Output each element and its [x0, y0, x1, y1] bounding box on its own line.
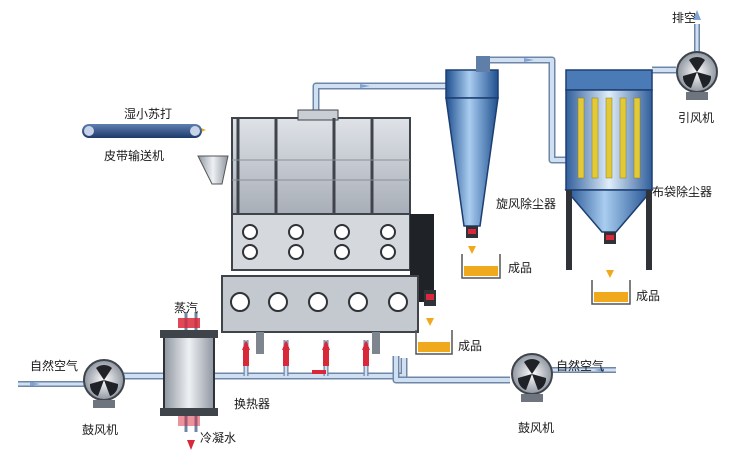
air-arrow-icon	[594, 368, 604, 372]
heat-arrow-icon	[322, 340, 330, 350]
fan-icon	[682, 56, 712, 88]
fan-icon	[517, 358, 547, 390]
bag-filter	[564, 69, 654, 270]
air-right-label: 自然空气	[556, 358, 604, 373]
fluid-bed-dryer	[221, 109, 436, 354]
belt-conveyor-label: 皮带输送机	[104, 148, 164, 163]
product-label-dryer: 成品	[458, 339, 482, 353]
heat-arrow-icon	[362, 340, 370, 350]
product-label-bag: 成品	[636, 289, 660, 303]
induced-fan-label: 引风机	[678, 111, 714, 125]
steam-label: 蒸汽	[174, 300, 198, 315]
product-label-cyclone: 成品	[508, 261, 532, 275]
heat-arrow-icon	[282, 340, 290, 350]
wet-soda-label: 湿小苏打	[124, 106, 172, 121]
condensate-arrow-icon	[187, 440, 195, 450]
air-arrow-icon	[524, 58, 534, 62]
fan-icon	[89, 364, 119, 396]
labels: 排空 引风机 湿小苏打 皮带输送机 旋风除尘器 布袋除尘器 成品 成品 成品 蒸…	[30, 11, 714, 445]
air-left-label: 自然空气	[30, 358, 78, 373]
air-arrow-icon	[30, 382, 40, 386]
blower-right	[511, 353, 553, 402]
cyclone-separator	[445, 56, 499, 238]
product-bins	[415, 246, 631, 355]
blower-right-label: 鼓风机	[518, 421, 554, 435]
heat-exchanger	[160, 318, 218, 426]
heat-arrow-icon	[242, 340, 250, 350]
air-arrow-icon	[360, 84, 370, 88]
cyclone-label: 旋风除尘器	[496, 196, 556, 211]
blower-left	[83, 359, 125, 408]
exhaust-arrow-icon	[693, 10, 701, 20]
belt-conveyor	[82, 124, 229, 185]
heat-exchanger-label: 换热器	[234, 397, 270, 411]
flow-arrows	[30, 10, 701, 450]
exhaust-label: 排空	[672, 11, 696, 25]
bag-filter-label: 布袋除尘器	[652, 184, 712, 199]
blower-left-label: 鼓风机	[82, 423, 118, 437]
induced-fan	[676, 51, 718, 100]
condensate-label: 冷凝水	[200, 430, 236, 445]
heat-arrow-icon	[312, 370, 326, 374]
